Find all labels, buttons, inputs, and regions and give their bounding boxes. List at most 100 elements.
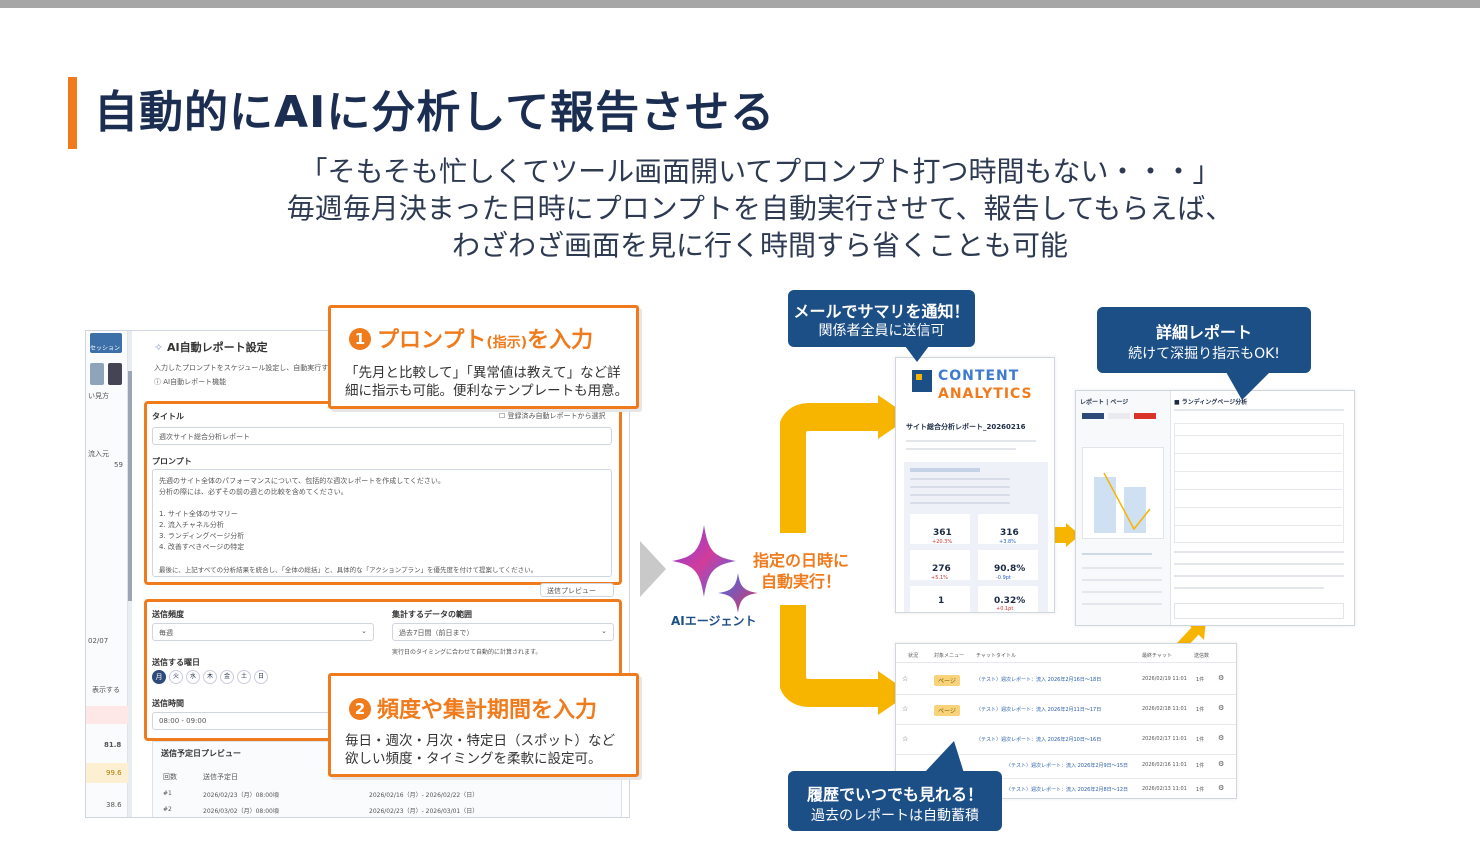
frequency-select[interactable]: 毎週 ⌄ [152,623,374,641]
title-input[interactable]: 週次サイト総合分析レポート [152,427,612,445]
schedule-title: 送信予定日プレビュー [161,749,241,758]
callout-prompt-body-1: 「先月と比較して」「異常値は教えて」など詳 [345,365,621,381]
title-label: タイトル [152,412,184,421]
left-value-3: 38.6 [106,801,122,809]
schedule-row-range: 2026/02/23（月）- 2026/03/01（日） [369,808,479,815]
metric-delta: +20.3% [932,539,953,545]
mail-report-title: サイト総合分析レポート_20260216 [906,423,1026,431]
history-row[interactable]: ☆ （テスト）週次レポート：流入 2026年2月10日〜16日 2026/02/… [902,734,1225,743]
sidebar-label: セッション [90,345,121,352]
chevron-right-icon [640,541,666,597]
time-label: 送信時間 [152,699,184,708]
subtitle-line-1: 「そもそも忙しくてツール画面開いてプロンプト打つ時間もない・・・」 [299,155,1221,188]
history-header: 送信数 [1194,653,1210,659]
schedule-row-date: 2026/02/23（月）08:00頃 [203,792,279,799]
weekday-sat[interactable]: 土 [237,670,251,684]
period-label: 集計するデータの範囲 [392,610,472,619]
slide-title: 自動的にAIに分析して報告させる [94,87,776,138]
app-sidebar: セッション い見方 流入元 59 02/07 表示する 81.8 99.6 38… [86,331,132,817]
subtitle-line-2: 毎週毎月決まった日時にプロンプトを自動実行させて、報告してもらえば、 [286,192,1234,225]
history-header: 最終チャット [1142,653,1172,659]
title-accent-bar [68,77,77,149]
detail-report-body: 続けて深掘り指示もOK! [1128,346,1280,362]
schedule-row-no: #2 [163,806,172,813]
settings-header-title: ✧ AI自動レポート設定 [154,341,268,354]
history-row[interactable]: （テスト）週次レポート：流入 2026年2月8日〜12日 2026/02/13 … [1006,784,1225,793]
metric-value: 1 [938,596,945,606]
weekday-fri[interactable]: 金 [220,670,234,684]
weekday-mon[interactable]: 月 [152,670,166,684]
chevron-down-icon: ⌄ [601,627,607,635]
prompt-highlight [144,401,622,585]
sidebar-misc-1: 流入元 [88,450,109,458]
sidebar-misc-3: 02/07 [88,637,109,645]
detail-report-card: レポート | ページ ■ ランディングページ分析 [1075,390,1355,626]
sidebar-misc-2: 59 [114,461,123,469]
schedule-row-no: #1 [163,790,172,797]
sidebar-misc-4: 表示する [92,686,120,694]
metric-value: 90.8% [994,564,1026,574]
metric-delta: -0.9pt [996,575,1011,581]
metric-delta: +5.1% [931,575,948,581]
schedule-header-no: 回数 [163,773,177,781]
period-select[interactable]: 過去7日間（前日まで） ⌄ [392,623,614,641]
callout-prompt-body-2: 細に指示も可能。便利なテンプレートも用意。 [345,383,629,399]
history-header: 状況 [908,653,919,659]
detail-header: レポート | ページ [1080,399,1129,406]
help-link[interactable]: ⓘ AI自動レポート機能 [154,378,227,386]
logo-top: CONTENT [938,368,1020,384]
settings-icon[interactable]: ⚙ [1218,674,1225,682]
schedule-row-date: 2026/03/02（月）08:00頃 [203,808,279,815]
callout-tail [905,346,929,362]
settings-icon[interactable]: ⚙ [1218,784,1225,792]
settings-icon[interactable]: ⚙ [1218,704,1225,712]
metric-delta: +3.8% [999,539,1016,545]
mail-notify-heading: メールでサマリを通知！ [793,302,970,321]
mail-notify-body: 関係者全員に送信可 [818,323,945,339]
weekday-wed[interactable]: 水 [186,670,200,684]
prompt-label: プロンプト [152,457,192,466]
settings-icon[interactable]: ⚙ [1218,760,1225,768]
sparkle-icon [672,525,758,613]
detail-report-callout: 詳細レポート 続けて深掘り指示もOK! [1097,307,1311,373]
chevron-down-icon: ⌄ [361,627,367,635]
frequency-label: 送信頻度 [152,610,184,619]
schedule-header-date: 送信予定日 [203,773,238,781]
prompt-textarea[interactable]: 先週のサイト全体のパフォーマンスについて、包括的な週次レポートを作成してください… [152,469,612,577]
callout-tail [924,741,964,773]
history-callout: 履歴でいつでも見れる！ 過去のレポートは自動蓄積 [788,771,1002,831]
weekday-tue[interactable]: 火 [169,670,183,684]
history-row[interactable]: ☆ ページ （テスト）週次レポート：流入 2026年2月16日〜18日 2026… [902,674,1225,686]
weekday-thu[interactable]: 木 [203,670,217,684]
callout-frequency-body-1: 毎日・週次・月次・特定日（スポット）など [345,733,615,749]
history-row[interactable]: （テスト）週次レポート：流入 2026年2月9日〜15日 2026/02/16 … [1006,760,1225,769]
history-header: チャットタイトル [976,653,1016,659]
weekday-label: 送信する曜日 [152,658,200,667]
detail-section: ■ ランディングページ分析 [1174,399,1248,406]
callout-tail [1226,372,1270,400]
report-settings-screenshot: セッション い見方 流入元 59 02/07 表示する 81.8 99.6 38… [85,330,630,818]
detail-report-heading: 詳細レポート [1155,323,1252,342]
left-value-1: 81.8 [104,741,122,749]
settings-icon[interactable]: ⚙ [1218,734,1225,742]
metric-delta: +0.1pt [996,606,1014,612]
mail-summary-card: CONTENT ANALYTICS サイト総合分析レポート_20260216 3… [895,357,1055,613]
logo-bottom: ANALYTICS [938,386,1033,402]
metric-value: 276 [932,564,951,574]
mail-notify-callout: メールでサマリを通知！ 関係者全員に送信可 [788,290,975,347]
subtitle-line-3: わざわざ画面を見に行く時間すら省くことも可能 [451,229,1068,262]
agent-label: AIエージェント [671,614,757,628]
preview-button[interactable]: 送信プレビュー [540,583,614,597]
left-value-2: 99.6 [106,769,122,777]
auto-exec-label: 指定の日時に自動実行！ [753,551,850,591]
settings-header-desc: 入力したプロンプトをスケジュール設定し、自動実行するこ [154,364,343,372]
history-row[interactable]: ☆ ページ （テスト）週次レポート：流入 2026年2月11日〜17日 2026… [902,704,1225,716]
template-select-link[interactable]: ☐ 登録済み自動レポートから選択 [499,412,606,420]
metric-value: 361 [933,528,952,538]
weekday-sun[interactable]: 日 [254,670,268,684]
top-border [0,0,1480,8]
